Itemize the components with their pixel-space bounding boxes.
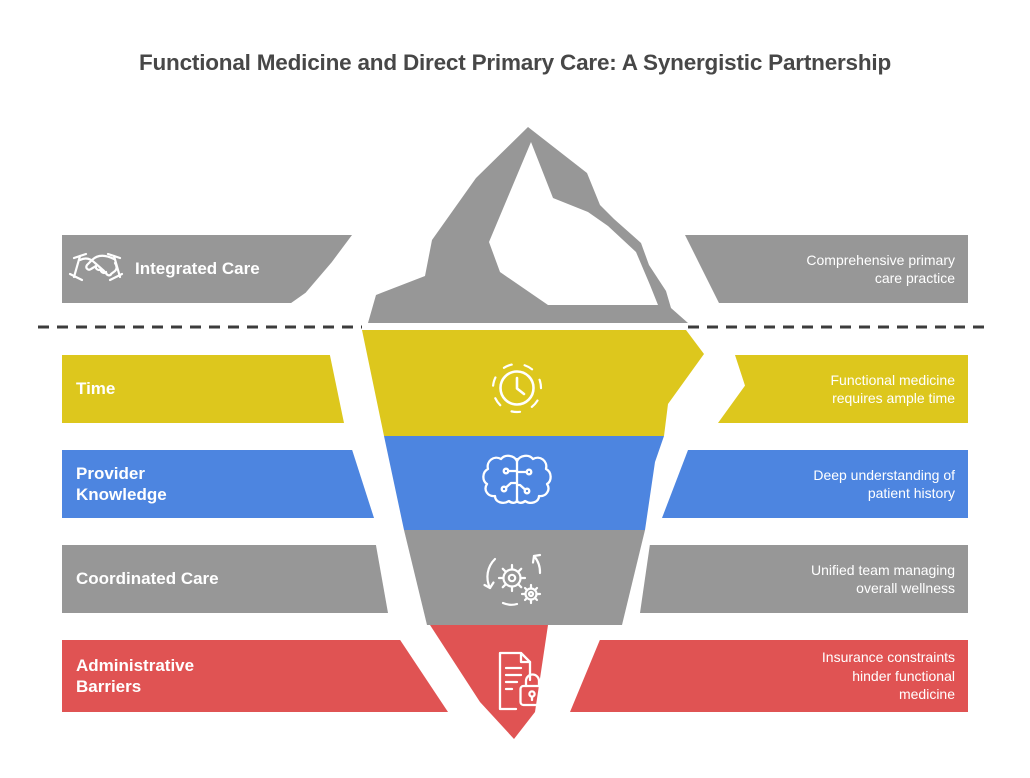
row-label-administrative-barriers: Administrative Barriers bbox=[76, 655, 195, 696]
row-bar-integrated-care-left bbox=[62, 235, 352, 303]
row-bar-provider-knowledge-right bbox=[662, 450, 968, 518]
row-label-provider-knowledge: Provider Knowledge bbox=[76, 463, 167, 504]
clock-icon bbox=[491, 362, 543, 414]
row-label-time: Time bbox=[76, 379, 116, 399]
row-bar-administrative-barriers-left bbox=[62, 640, 448, 712]
row-description-time: Functional medicine requires ample time bbox=[830, 371, 955, 406]
row-description-integrated-care: Comprehensive primary care practice bbox=[806, 251, 955, 286]
row-description-provider-knowledge: Deep understanding of patient history bbox=[813, 466, 955, 501]
iceberg-snow-face bbox=[489, 142, 658, 305]
row-bar-coordinated-care-left bbox=[62, 545, 388, 613]
row-bar-integrated-care-right bbox=[685, 235, 968, 303]
document-lock-icon bbox=[498, 651, 545, 711]
row-label-coordinated-care: Coordinated Care bbox=[76, 569, 219, 589]
row-bar-provider-knowledge-left bbox=[62, 450, 374, 518]
row-bar-time-right bbox=[718, 355, 968, 423]
iceberg-section-administrative-barriers bbox=[430, 625, 548, 739]
infographic-title: Functional Medicine and Direct Primary C… bbox=[138, 50, 892, 75]
row-label-integrated-care: Integrated Care bbox=[135, 259, 260, 279]
iceberg-section-provider-knowledge bbox=[384, 436, 664, 530]
row-bar-coordinated-care-right bbox=[640, 545, 968, 613]
row-description-administrative-barriers: Insurance constraints hinder functional … bbox=[821, 649, 955, 703]
gears-cycle-icon bbox=[483, 553, 542, 606]
handshake-icon bbox=[68, 252, 124, 282]
brain-circuit-icon bbox=[482, 454, 552, 504]
row-description-coordinated-care: Unified team managing overall wellness bbox=[811, 561, 955, 596]
row-bar-time-left bbox=[62, 355, 344, 423]
row-bar-administrative-barriers-right bbox=[570, 640, 968, 712]
